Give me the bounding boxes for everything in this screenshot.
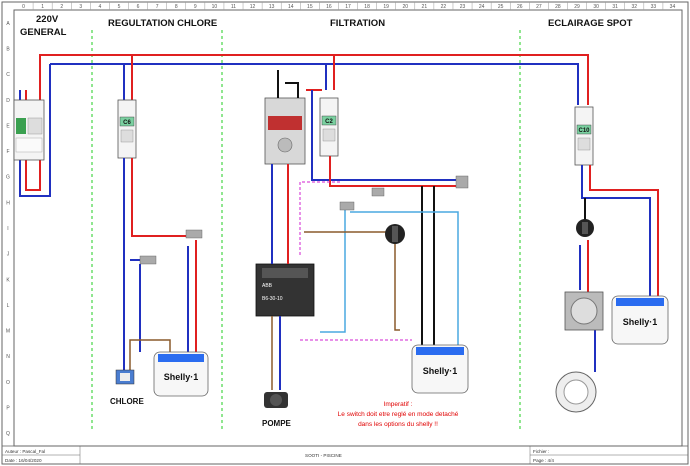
label-pompe: POMPE — [262, 419, 292, 428]
column-number: 8 — [175, 4, 178, 10]
breaker-c2-label: C2 — [325, 119, 333, 125]
filtration-wiring — [271, 70, 460, 390]
column-number: 3 — [79, 4, 82, 10]
shelly-filtration: Shelly·1 — [411, 344, 469, 394]
column-number: 4 — [98, 4, 101, 10]
column-number: 2 — [60, 4, 63, 10]
column-number: 34 — [670, 4, 676, 10]
pool-light-icon — [555, 371, 597, 413]
note-line-1: Imperatif : — [384, 401, 413, 408]
row-letter: D — [6, 98, 10, 104]
column-number: 7 — [156, 4, 159, 10]
row-letter: G — [6, 175, 10, 181]
column-number: 11 — [231, 4, 236, 10]
column-number: 24 — [479, 4, 485, 10]
row-letter: O — [6, 380, 10, 386]
title-220v: 220V — [36, 14, 59, 25]
breaker-c6-label: C6 — [123, 120, 131, 126]
column-number: 16 — [326, 4, 332, 10]
column-number: 33 — [651, 4, 657, 10]
title-general: GENERAL — [20, 27, 67, 38]
title-filtration: FILTRATION — [330, 18, 385, 29]
column-number: 22 — [441, 4, 447, 10]
contactor-model: B6-30-10 — [262, 296, 283, 302]
column-number: 6 — [137, 4, 140, 10]
column-number: 29 — [574, 4, 580, 10]
transformer-icon — [564, 291, 604, 331]
chlorinator-icon — [115, 369, 135, 385]
column-number: 10 — [212, 4, 218, 10]
row-letter: M — [6, 329, 10, 335]
column-number: 21 — [422, 4, 428, 10]
note-line-3: dans les options du shelly !! — [358, 421, 438, 428]
label-chlore: CHLORE — [110, 397, 144, 406]
row-letter: Q — [6, 431, 10, 437]
row-letter: E — [6, 123, 10, 129]
chlorine-wiring — [123, 158, 197, 370]
footer-page: Page : 4/4 — [533, 458, 554, 463]
column-number: 23 — [460, 4, 466, 10]
shelly-lighting: Shelly·1 — [611, 295, 669, 345]
column-number: 17 — [345, 4, 351, 10]
footer-file: Fichier : — [533, 449, 549, 454]
lighting-wiring — [579, 165, 659, 372]
shelly-chlore-brand: Shelly·1 — [164, 372, 199, 382]
column-number: 28 — [555, 4, 561, 10]
contactor-b6-30-10: ABB B6-30-10 — [255, 263, 315, 317]
column-number: 15 — [307, 4, 313, 10]
column-number: 1 — [41, 4, 44, 10]
row-letter: N — [6, 354, 10, 360]
row-letter: F — [6, 149, 9, 155]
row-letter: L — [7, 303, 10, 309]
row-ruler: A B C D E F G H I J K L M N O P Q — [6, 21, 10, 437]
column-number: 0 — [22, 4, 25, 10]
column-number: 19 — [383, 4, 389, 10]
terminal-blocks — [139, 175, 469, 265]
column-number: 20 — [402, 4, 408, 10]
note-line-2: Le switch doit etre reglé en mode detach… — [338, 411, 459, 418]
breaker-c10: C10 — [574, 106, 594, 166]
motor-protection-breaker — [264, 97, 306, 165]
column-number: 31 — [612, 4, 618, 10]
light-switch — [576, 219, 594, 237]
footer-date: Date : 16/04/2020 — [5, 458, 42, 463]
column-number: 9 — [194, 4, 197, 10]
footer-author: Auteur : Pascal_Fal — [5, 449, 45, 454]
row-letter: P — [6, 406, 10, 412]
row-letter: I — [7, 226, 8, 232]
row-letter: B — [6, 46, 10, 52]
column-number: 12 — [250, 4, 256, 10]
contactor-brand: ABB — [262, 283, 273, 289]
column-number: 25 — [498, 4, 504, 10]
title-regulation-chlore: REGULTATION CHLORE — [108, 18, 217, 29]
footer-project: SOOTI - PISCINE — [305, 453, 342, 458]
column-number: 13 — [269, 4, 275, 10]
column-number: 5 — [118, 4, 121, 10]
row-letter: H — [6, 200, 10, 206]
shelly-filtration-brand: Shelly·1 — [423, 366, 458, 376]
row-letter: C — [6, 72, 10, 78]
breaker-c10-label: C10 — [578, 128, 590, 134]
selector-switch — [385, 224, 405, 244]
column-number: 26 — [517, 4, 523, 10]
row-letter: K — [6, 277, 10, 283]
shelly-lighting-brand: Shelly·1 — [623, 317, 658, 327]
column-number: 32 — [632, 4, 638, 10]
general-breaker — [13, 99, 45, 161]
row-letter: A — [6, 21, 10, 27]
shelly-chlore: Shelly·1 — [153, 351, 209, 397]
column-number: 14 — [288, 4, 294, 10]
row-letter: J — [7, 252, 10, 258]
column-number: 27 — [536, 4, 542, 10]
title-eclairage-spot: ECLAIRAGE SPOT — [548, 18, 633, 29]
breaker-c2: C2 — [319, 97, 339, 157]
column-number: 18 — [364, 4, 370, 10]
pump-icon — [264, 392, 288, 408]
title-block: Auteur : Pascal_Fal Date : 16/04/2020 SO… — [1, 445, 689, 465]
breaker-c6: C6 — [117, 99, 137, 159]
column-number: 30 — [593, 4, 599, 10]
